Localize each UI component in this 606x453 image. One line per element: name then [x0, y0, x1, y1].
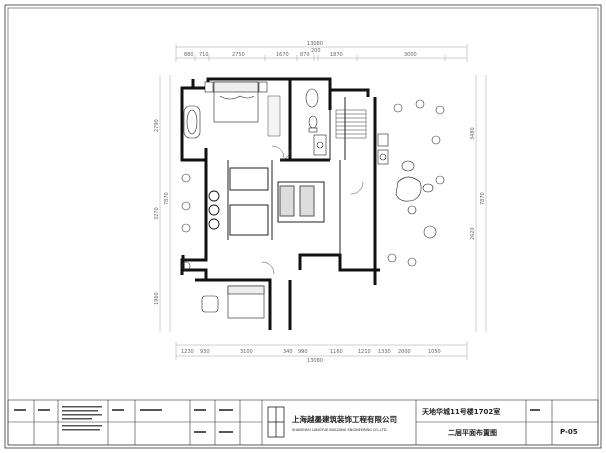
- dim-label: 1960: [154, 292, 160, 305]
- dim-label: 3100: [240, 349, 253, 355]
- company-name-en: SHANGHAI LANGYUE BUILDING ENGINEERING CO…: [292, 428, 387, 432]
- door-swing-icons: [261, 145, 364, 275]
- company-logo-icon: [267, 406, 285, 438]
- title-block-fill-marks: [14, 406, 540, 433]
- washbasin-icon: [377, 133, 389, 165]
- dim-label: 2750: [232, 52, 245, 58]
- dim-label: 7870: [480, 192, 486, 205]
- dim-label: 990: [298, 349, 308, 355]
- dim-label: 3480: [470, 127, 476, 140]
- dim-label: 7870: [164, 192, 170, 205]
- sheet-title: 二层平面布置图: [448, 429, 497, 437]
- dim-label: 1230: [181, 349, 194, 355]
- dim-label: 1330: [378, 349, 391, 355]
- lounge-set-icon: [395, 160, 434, 215]
- top-dimension-lines: [159, 44, 487, 360]
- toilet-icon: [305, 88, 327, 156]
- dim-label: 3000: [404, 52, 417, 58]
- dim-label: 1210: [358, 349, 371, 355]
- dim-label: 2620: [470, 227, 476, 240]
- project-name: 天地华城11号楼1702室: [422, 408, 501, 416]
- overall-dim-top: 13080: [307, 41, 323, 47]
- dim-label: 2000: [398, 349, 411, 355]
- dining-set-icon: [208, 190, 220, 230]
- dim-label: 3270: [154, 207, 160, 220]
- bed-icon: [204, 81, 268, 123]
- bathtub-icon: [183, 105, 201, 139]
- company-name-cn: 上海越墨建筑装饰工程有限公司: [292, 415, 397, 424]
- dim-label: 710: [199, 52, 209, 58]
- dim-label: 870: [300, 52, 310, 58]
- top-dim-labels: 880 710 2750 1670 870 200 1870 3000: [184, 48, 417, 58]
- side-dim-labels: 2790 3270 1960 7870 7870 3480 2620: [154, 119, 486, 305]
- dim-label: 1160: [330, 349, 343, 355]
- dim-label: 200: [311, 48, 321, 54]
- bottom-dim-labels: 1230 930 3100 340 990 1160 1210 1330 200…: [181, 349, 441, 355]
- title-block-frame: [7, 399, 599, 446]
- dim-label: 1670: [276, 52, 289, 58]
- second-bed-icon: [201, 285, 265, 319]
- dim-label: 930: [200, 349, 210, 355]
- dim-label: 340: [283, 349, 293, 355]
- plant-icons: [181, 99, 445, 271]
- dim-label: 1050: [428, 349, 441, 355]
- sheet-number: P-05: [560, 428, 578, 436]
- overall-dim-bottom: 13080: [307, 358, 323, 364]
- interior-partitions: [227, 97, 346, 255]
- dim-label: 1870: [330, 52, 343, 58]
- dim-label: 880: [184, 52, 194, 58]
- wardrobe-icon: [267, 95, 281, 137]
- staircase-icon: [335, 109, 367, 139]
- dim-label: 2790: [154, 119, 160, 132]
